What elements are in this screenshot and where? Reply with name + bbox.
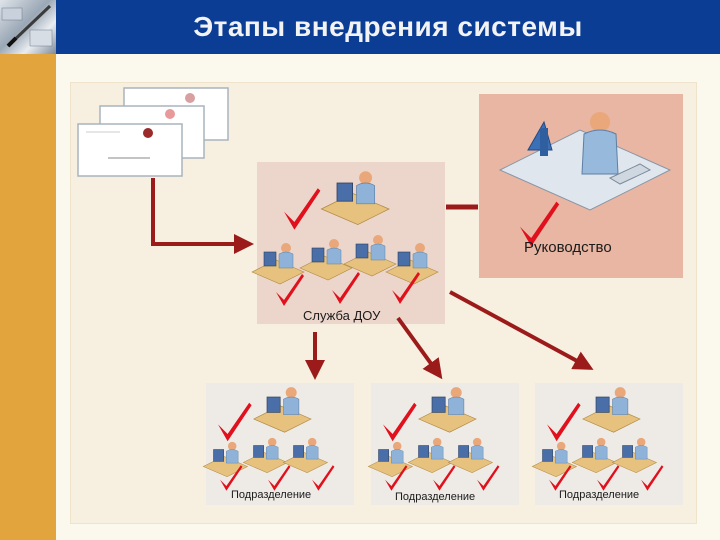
subdivision-label: Подразделение bbox=[395, 491, 476, 503]
subdivision-label: Подразделение bbox=[559, 489, 640, 501]
service-to-subdivision-arrow bbox=[396, 316, 443, 380]
side-accent-strip bbox=[0, 54, 56, 540]
documents-to-service-arrow bbox=[151, 178, 254, 254]
management-panel bbox=[479, 94, 683, 278]
manager-workstation-icon bbox=[498, 112, 672, 211]
service-to-subdivision-arrow bbox=[449, 290, 594, 370]
service-label: Служба ДОУ bbox=[303, 308, 381, 323]
subdivision-panel bbox=[202, 383, 354, 505]
management-label: Руководство bbox=[524, 239, 612, 256]
corner-pen-decoration bbox=[0, 0, 56, 54]
service-panel bbox=[251, 162, 445, 324]
slide-title: Этапы внедрения системы bbox=[193, 11, 583, 42]
subdivision-label: Подразделение bbox=[231, 489, 312, 501]
subdivision-panel bbox=[367, 383, 519, 505]
pen-icon bbox=[1, 4, 53, 48]
subdivision-panel bbox=[531, 383, 683, 505]
documents-icon bbox=[77, 87, 229, 177]
slide-header: Этапы внедрения системы bbox=[0, 0, 720, 54]
